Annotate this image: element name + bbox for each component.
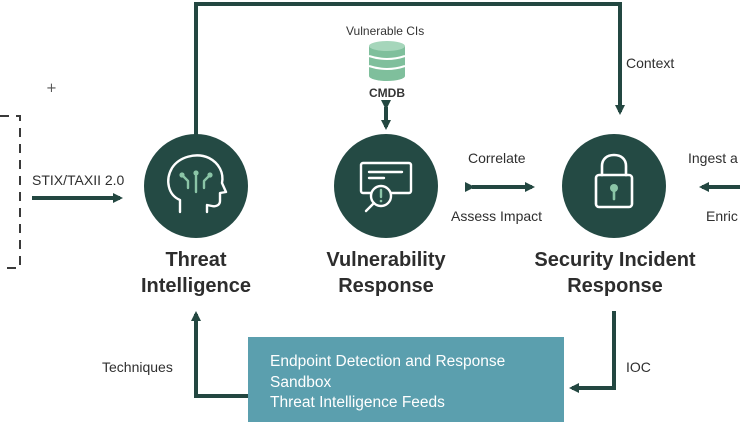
correlate-label: Correlate [468, 150, 526, 166]
threat-sources-box: Endpoint Detection and Response Sandbox … [248, 337, 564, 422]
security-incident-response-label: Security Incident Response [520, 247, 710, 299]
vulnerability-response-label-line1: Vulnerability [326, 249, 446, 271]
stix-label: STIX/TAXII 2.0 [32, 172, 125, 188]
cmdb-caption: Vulnerable CIs [346, 24, 425, 38]
threat-intelligence-label-line2: Intelligence [140, 275, 252, 297]
security-incident-response-label-line1: Security Incident [534, 249, 696, 271]
assess-impact-label: Assess Impact [451, 208, 543, 224]
context-arrow [194, 2, 625, 140]
source-item-edr: Endpoint Detection and Response [270, 353, 506, 370]
plus-mark: + [46, 81, 57, 96]
source-item-feeds: Threat Intelligence Feeds [270, 394, 445, 411]
database-icon [368, 41, 406, 81]
techniques-arrow [191, 311, 248, 398]
head-circuit-icon [167, 154, 228, 214]
ioc-label: IOC [626, 359, 651, 375]
source-item-sandbox: Sandbox [270, 374, 332, 391]
ioc-arrow [569, 311, 616, 393]
techniques-label: Techniques [102, 359, 173, 375]
vulnerability-response-label-line2: Response [338, 275, 434, 297]
threat-intelligence-label-line1: Threat [165, 249, 227, 271]
cmdb-label: CMDB [369, 86, 405, 100]
vulnerability-response-label: Vulnerability Response [306, 247, 466, 299]
context-label: Context [626, 55, 675, 71]
ingest-label: Ingest a [688, 150, 738, 166]
enrich-label: Enric [706, 208, 738, 224]
security-incident-response-label-line2: Response [567, 275, 663, 297]
scanner-magnifier-icon [359, 161, 413, 213]
external-source-bracket [0, 115, 21, 269]
lock-icon [594, 153, 634, 209]
threat-intelligence-label: Threat Intelligence [120, 247, 272, 299]
